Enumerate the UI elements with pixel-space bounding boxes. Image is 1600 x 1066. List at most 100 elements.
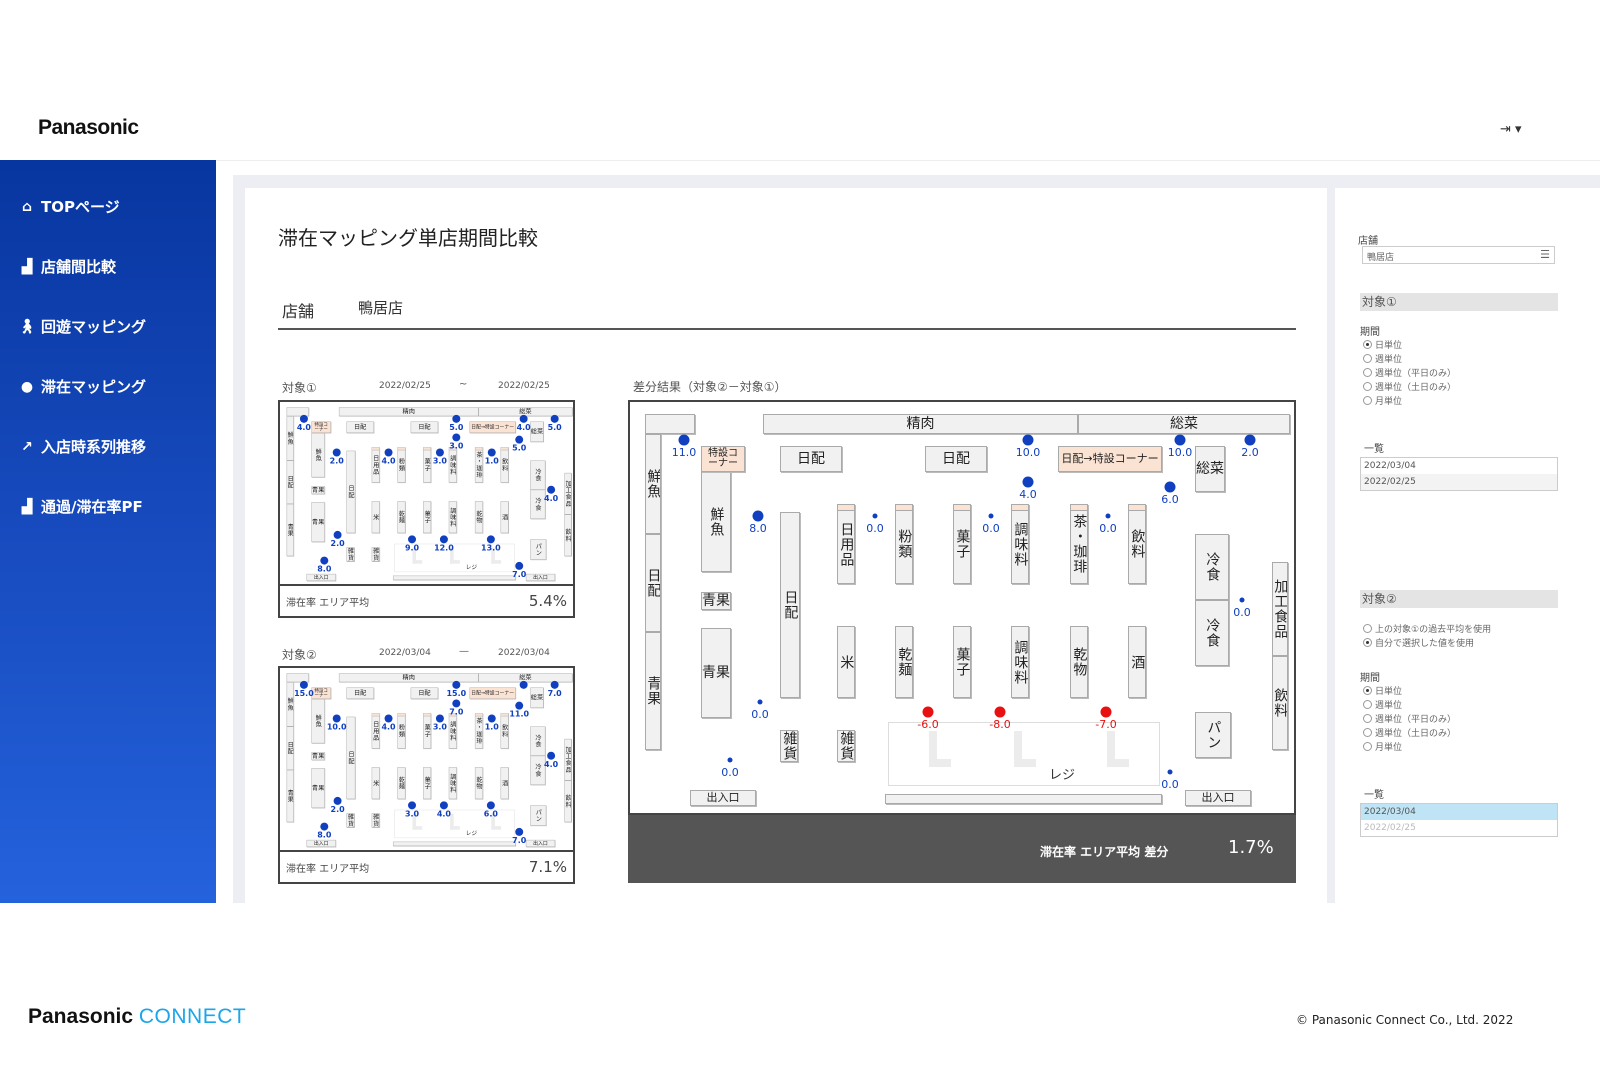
t1-period-option[interactable]: 週単位（土日のみ）	[1363, 380, 1456, 393]
data-point	[333, 530, 342, 539]
t1-period-option[interactable]: 月単位	[1363, 394, 1402, 407]
shelf-label: 菓子	[954, 647, 971, 677]
sidebar-item-pass-dwell-pf[interactable]: ▟通過/滞在率PF	[18, 496, 143, 517]
data-point-label: 3.0	[404, 809, 420, 819]
shelf-label: 日配	[347, 751, 355, 765]
radio-button[interactable]	[1363, 354, 1372, 363]
shelf-c4: 調味料	[448, 447, 457, 483]
data-point	[452, 433, 461, 442]
data-point-label: 15.0	[446, 688, 467, 699]
shelf-frozen2: 冷食	[530, 489, 546, 519]
shelf-d5: 乾物	[474, 767, 483, 800]
shelf-label: 総菜	[519, 408, 532, 416]
shelf-drinks_wall: 飲料	[1272, 656, 1288, 750]
data-point-label: 12.0	[434, 543, 454, 553]
radio-button[interactable]	[1363, 686, 1372, 695]
radio-label: 週単位	[1375, 355, 1403, 365]
t2-period-option[interactable]: 週単位	[1363, 698, 1402, 711]
sidebar-item-timeseries[interactable]: ↗入店時系列推移	[18, 436, 146, 457]
shelf-label: 菓子	[423, 510, 431, 524]
t2-period-option[interactable]: 週単位（平日のみ）	[1363, 712, 1456, 725]
data-point-label: 2.0	[330, 804, 345, 815]
data-point-label: 5.0	[449, 422, 464, 433]
radio-button[interactable]	[1363, 368, 1372, 377]
shelf-label: 粉類	[397, 724, 406, 738]
shelf-frozen2: 冷食	[1195, 600, 1229, 666]
shelf-label: 日配→特設コーナー	[471, 690, 515, 697]
t2-period-option[interactable]: 月単位	[1363, 740, 1402, 753]
data-point-label: 0.0	[1161, 778, 1179, 791]
radio-button[interactable]	[1363, 700, 1372, 709]
data-point-label: 4.0	[516, 422, 531, 433]
store-select[interactable]: 鴨居店☰	[1362, 246, 1555, 264]
shelf-label: 調味料	[449, 507, 457, 528]
radio-button[interactable]	[1363, 396, 1372, 405]
data-point	[299, 680, 308, 689]
shelf-produce: 青果	[311, 502, 325, 542]
radio-button[interactable]	[1363, 624, 1372, 633]
walking-icon: 🚶︎	[18, 318, 36, 335]
shelf-d4: 調味料	[448, 501, 457, 534]
shelf-c6: 飲料	[500, 713, 509, 749]
radio-button[interactable]	[1363, 340, 1372, 349]
shelf-label: 青果	[311, 784, 325, 792]
t2-period-option[interactable]: 週単位（土日のみ）	[1363, 726, 1456, 739]
t1-period-option[interactable]: 週単位	[1363, 352, 1402, 365]
radio-button[interactable]	[1363, 742, 1372, 751]
t2-mode-option[interactable]: 自分で選択した値を使用	[1363, 636, 1474, 649]
t2-period-option[interactable]: 日単位	[1363, 684, 1402, 697]
radio-label: 週単位（土日のみ）	[1375, 383, 1457, 393]
radio-button[interactable]	[1363, 714, 1372, 723]
shelf-label: 飲料	[501, 724, 509, 738]
data-point	[678, 434, 690, 446]
logout-menu[interactable]: ⇥ ▾	[1500, 122, 1522, 137]
avg-value: 7.1%	[528, 858, 567, 876]
shelf-cap	[372, 713, 380, 717]
shelf-label: 飲料	[1272, 688, 1288, 718]
sidebar-item-label: 回遊マッピング	[41, 318, 147, 336]
data-point-label: 10.0	[1167, 446, 1193, 459]
home-icon: ⌂	[21, 198, 33, 215]
t1-period-option[interactable]: 週単位（平日のみ）	[1363, 366, 1456, 379]
shelf-fish_wall: 鮮魚	[286, 416, 294, 461]
shelf-entrance2: 出入口	[1185, 790, 1251, 806]
t2-mode-option[interactable]: 上の対象①の過去平均を使用	[1363, 622, 1491, 635]
radio-button[interactable]	[1363, 638, 1372, 647]
radio-label: 日単位	[1375, 341, 1403, 351]
shelf-produce_wall: 青果	[286, 769, 294, 823]
radio-button[interactable]	[1363, 728, 1372, 737]
target2-floor-map: レジ精肉総菜鮮魚日配青果鮮魚特設コーナー青果青果日配日配日配→特設コーナー総菜日…	[278, 666, 575, 852]
shelf-cap	[449, 713, 457, 717]
data-point-label: 2.0	[1241, 446, 1259, 459]
t1-period-option[interactable]: 日単位	[1363, 338, 1402, 351]
sidebar-item-store-compare[interactable]: ▟店舗間比較	[18, 256, 116, 277]
shelf-drinks_wall: 飲料	[564, 514, 572, 557]
list-item[interactable]: 2022/02/25	[1364, 823, 1416, 833]
shelf-daily_wall: 日配	[645, 534, 661, 632]
register-counter	[929, 731, 951, 767]
shelf-produce_wall: 青果	[645, 632, 661, 750]
shelf-label: 日配	[286, 741, 294, 755]
data-point-label: 2.0	[329, 456, 344, 466]
shelf-cap	[372, 447, 380, 451]
list-item[interactable]: 2022/03/04	[1364, 461, 1416, 471]
shelf-label: 鮮魚	[314, 448, 322, 462]
list-item-selected[interactable]: 2022/03/04	[1361, 804, 1557, 820]
data-point-label: 8.0	[317, 564, 332, 574]
list-item[interactable]: 2022/02/25	[1361, 474, 1557, 490]
sidebar-item-flow-mapping[interactable]: 🚶︎ 回遊マッピング	[18, 316, 146, 337]
shelf-label: 鮮魚	[645, 469, 661, 499]
sidebar-item-dwell-mapping[interactable]: ●滞在マッピング	[18, 376, 146, 397]
sidebar-item-top[interactable]: ⌂TOPページ	[18, 196, 120, 217]
radio-button[interactable]	[1363, 382, 1372, 391]
shelf-label: 青果	[311, 752, 325, 760]
wall	[286, 407, 309, 417]
radio-label: 週単位	[1375, 701, 1403, 711]
shelf-label: 飲料	[564, 794, 572, 808]
sidebar-item-label: 店舗間比較	[41, 258, 117, 276]
data-point	[550, 680, 559, 689]
shelf-label: 調味料	[1012, 639, 1029, 685]
wall	[392, 575, 516, 581]
avg-label: 滞在率 エリア平均	[286, 597, 370, 609]
shelf-deli: 総菜	[1195, 446, 1225, 492]
